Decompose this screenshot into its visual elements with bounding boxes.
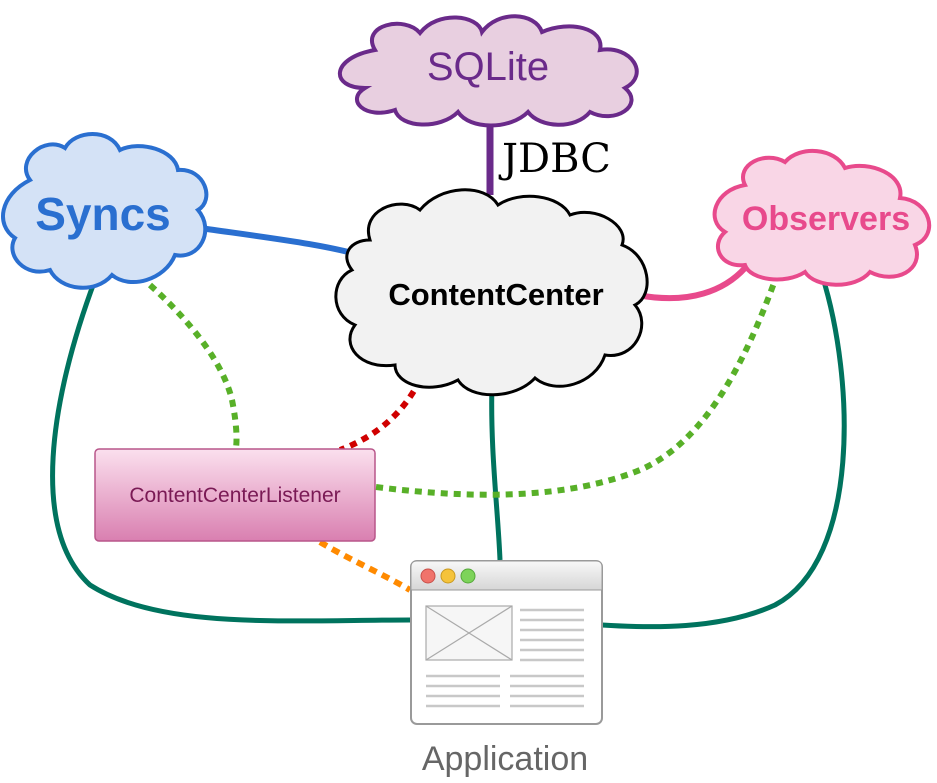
sqlite-node: SQLite xyxy=(337,14,639,128)
contentcenter-label: ContentCenter xyxy=(388,277,603,312)
contentcenter-node: ContentCenter xyxy=(334,188,649,397)
syncs-cloud-shape xyxy=(1,132,209,290)
contentcenter-to-application-connector xyxy=(489,381,503,561)
application-label: Application xyxy=(422,740,588,778)
text-lines-decoration xyxy=(426,608,584,708)
sqlite-label: SQLite xyxy=(427,45,549,89)
jdbc-label: JDBC xyxy=(498,136,611,182)
syncs-to-listener-connector xyxy=(147,282,240,449)
application-window-icon xyxy=(410,560,603,725)
contentcenterlistener-node: ContentCenterListener xyxy=(94,448,376,542)
observers-node: Observers xyxy=(712,148,932,287)
window-minimize-dot xyxy=(440,568,456,584)
window-maximize-dot xyxy=(460,568,476,584)
observers-cloud-shape xyxy=(712,148,932,287)
contentcenterlistener-label: ContentCenterListener xyxy=(129,484,340,507)
contentcenter-to-observers-connector xyxy=(637,265,748,302)
listener-to-observers-connector xyxy=(375,270,781,498)
observers-label: Observers xyxy=(742,200,910,238)
sqlite-cloud-shape xyxy=(337,14,639,128)
contentcenterlistener-box xyxy=(94,448,376,542)
contentcenter-cloud-shape xyxy=(334,188,649,397)
observers-to-application-connector xyxy=(601,274,847,630)
contentcenter-to-listener-connector xyxy=(338,378,423,453)
connectors xyxy=(50,110,847,630)
listener-to-application-connector xyxy=(318,539,412,593)
syncs-label: Syncs xyxy=(35,188,171,240)
syncs-to-application-connector xyxy=(50,279,411,624)
window-close-dot xyxy=(420,568,436,584)
syncs-node: Syncs xyxy=(1,132,209,290)
application-node: Application xyxy=(410,560,603,778)
syncs-to-contentcenter-connector xyxy=(199,225,371,261)
